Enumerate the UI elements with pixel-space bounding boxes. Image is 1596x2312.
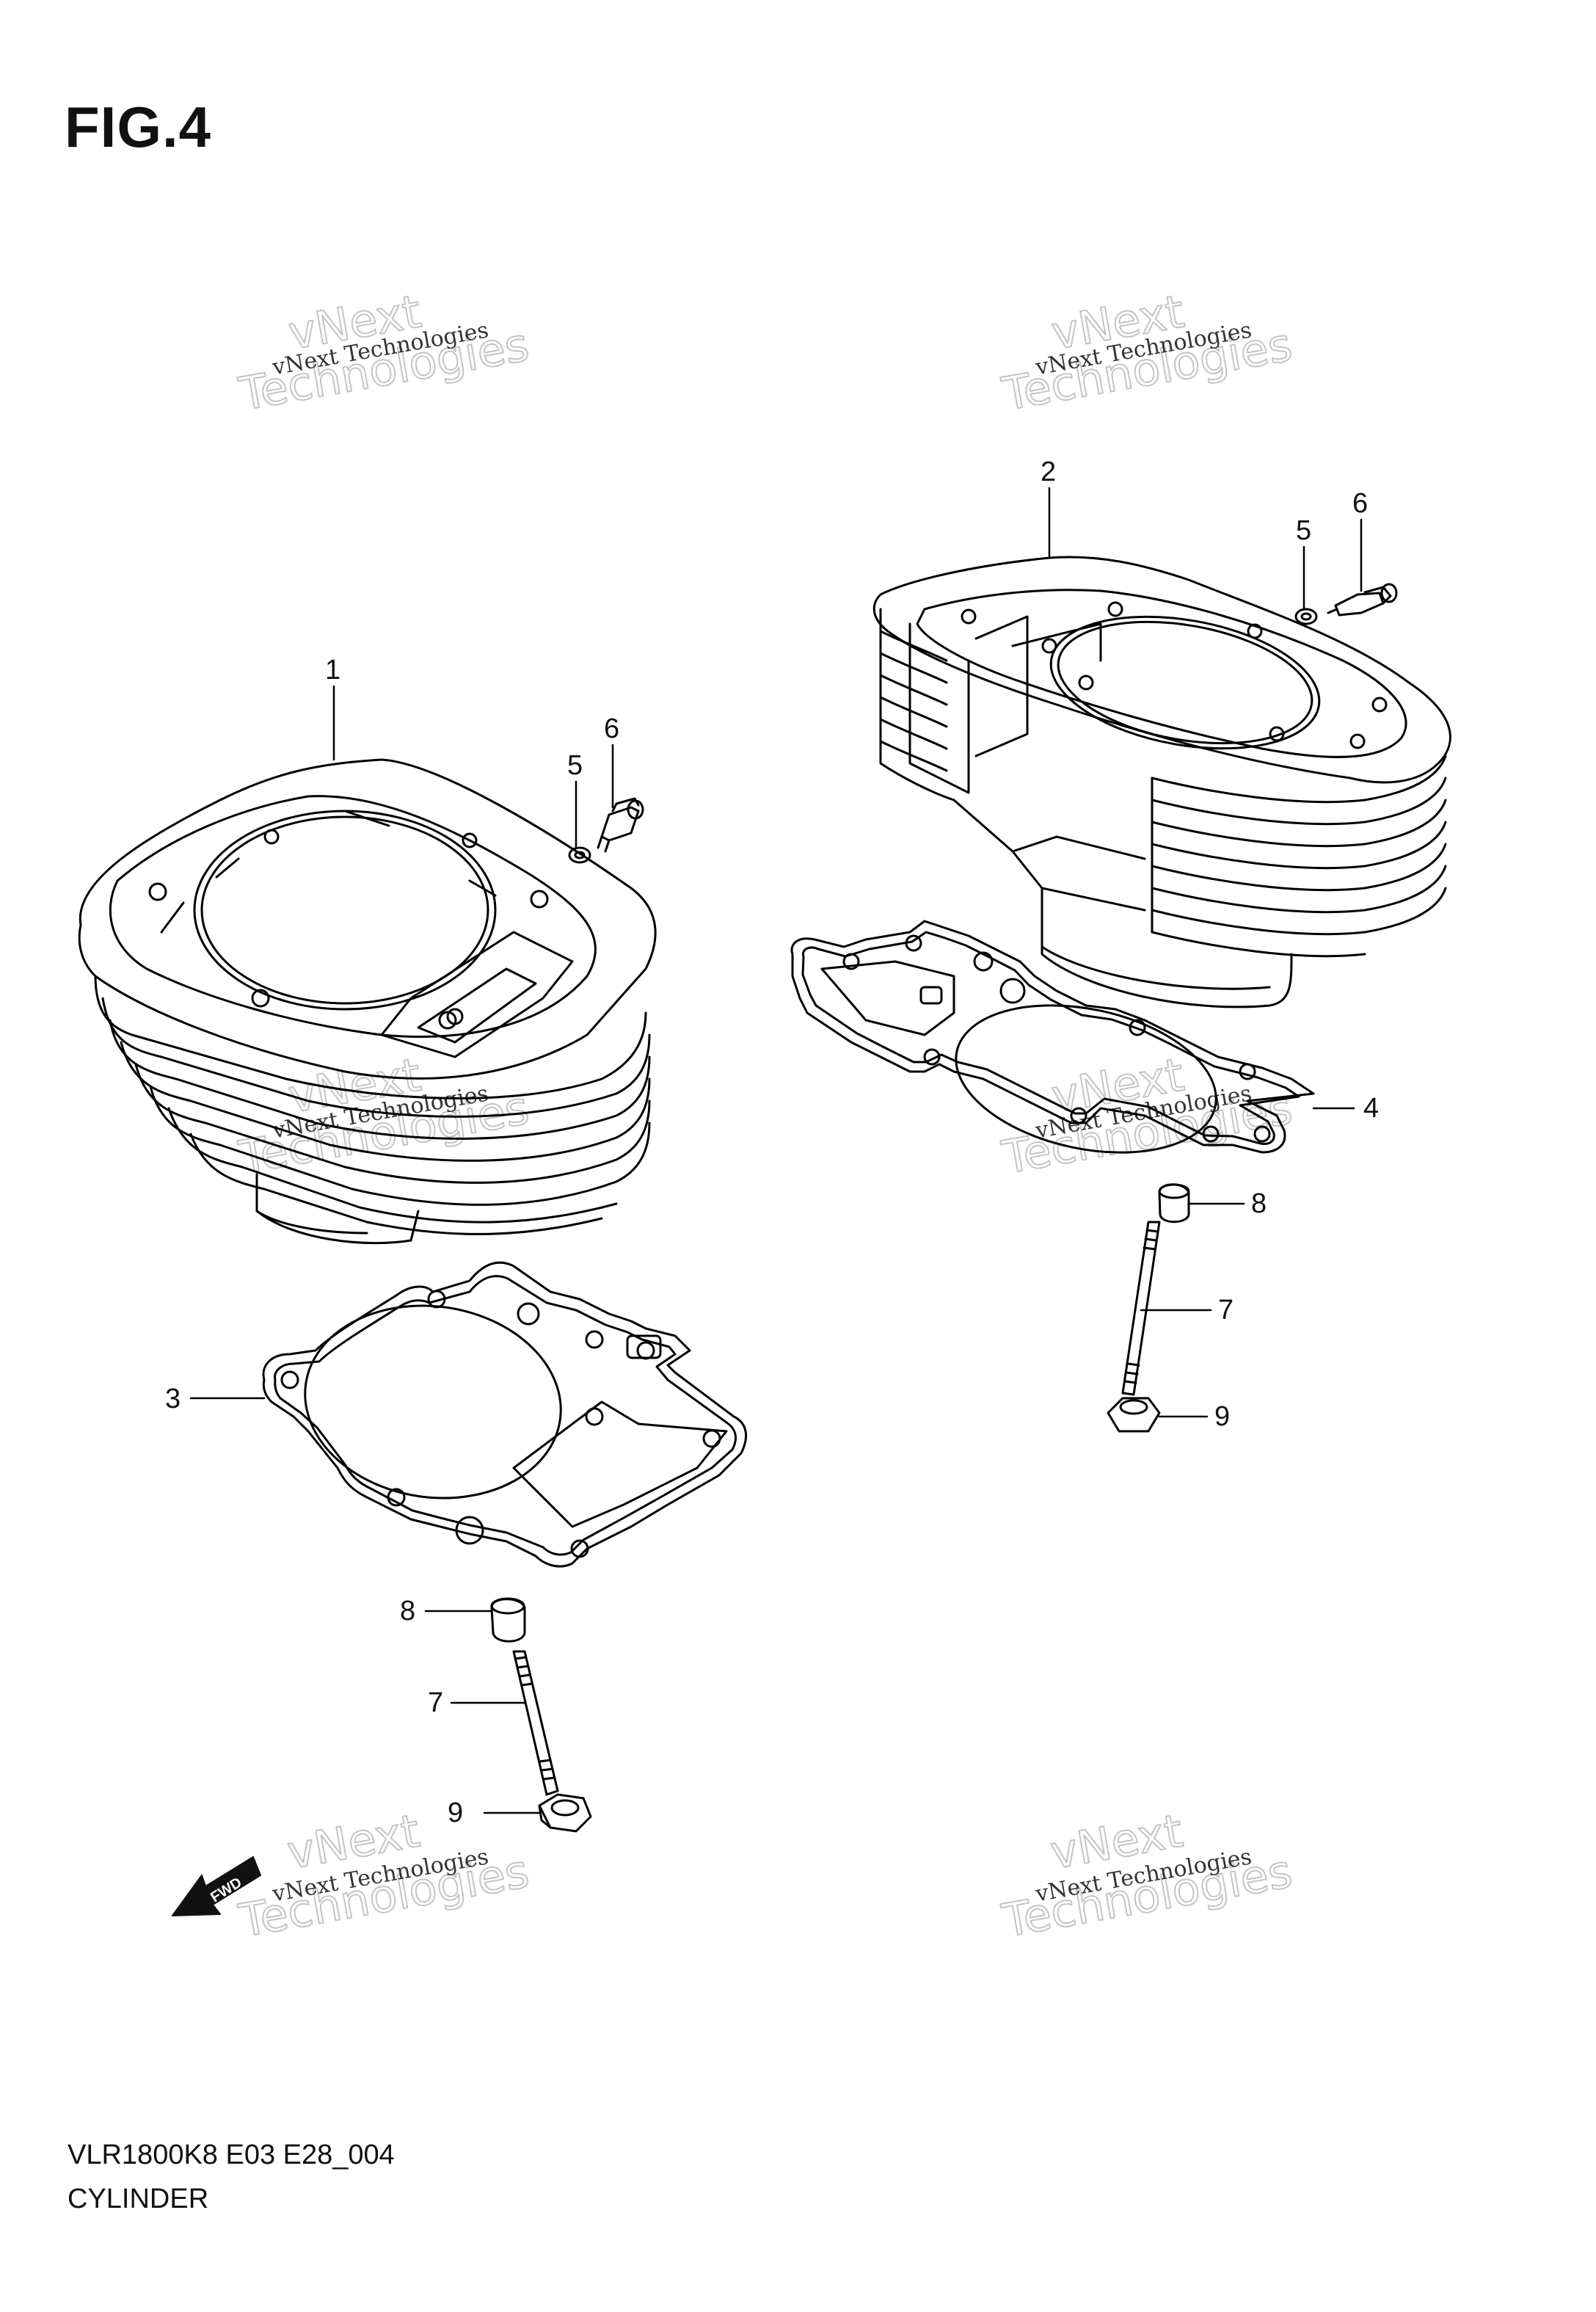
- watermark-bottom-left: vNext Technologies vNext Technologies: [234, 1803, 533, 1949]
- callout-7-rear: 7: [1218, 1295, 1234, 1326]
- front-gasket: [262, 1261, 748, 1568]
- front-plug: [597, 797, 644, 853]
- rear-washer: [1294, 608, 1318, 625]
- rear-gasket: [790, 920, 1315, 1154]
- rear-cylinder: [872, 556, 1451, 1008]
- callout-1: 1: [325, 655, 340, 686]
- callout-6-rear: 6: [1352, 488, 1368, 519]
- callout-2: 2: [1041, 457, 1056, 487]
- rear-nut: [1107, 1397, 1161, 1433]
- callout-4: 4: [1363, 1093, 1379, 1124]
- callout-7-front: 7: [428, 1687, 443, 1718]
- callout-numbers: 1 2 3 4 5 6 5 6 8 7 9 8 7 9: [165, 457, 1379, 1828]
- leader-lines: [189, 487, 1363, 1814]
- callout-6-front: 6: [604, 713, 619, 744]
- callout-5-rear: 5: [1296, 515, 1311, 546]
- callout-8-front: 8: [400, 1596, 415, 1626]
- front-stud: [512, 1650, 559, 1796]
- callout-9-front: 9: [448, 1797, 463, 1828]
- callout-3: 3: [165, 1384, 181, 1414]
- watermark-bottom-right: vNext Technologies vNext Technologies: [997, 1803, 1297, 1949]
- rear-stud: [1121, 1221, 1161, 1396]
- front-nut: [538, 1793, 592, 1833]
- front-washer: [568, 846, 591, 864]
- model-code: VLR1800K8 E03 E28_004: [68, 2140, 395, 2170]
- watermark-top-left: vNext Technologies vNext Technologies: [234, 283, 533, 421]
- front-dowel: [490, 1597, 526, 1643]
- callout-8-rear: 8: [1251, 1188, 1267, 1219]
- figure-title: FIG.4: [65, 95, 212, 159]
- rear-dowel: [1158, 1183, 1190, 1224]
- figure-caption: CYLINDER: [68, 2184, 209, 2214]
- watermark-top-right: vNext Technologies vNext Technologies: [997, 283, 1297, 421]
- callout-9-rear: 9: [1214, 1401, 1230, 1432]
- watermark-mid-right: vNext Technologies vNext Technologies: [997, 1047, 1297, 1185]
- callout-5-front: 5: [567, 750, 583, 781]
- front-cylinder: [78, 758, 657, 1245]
- rear-plug: [1327, 583, 1398, 617]
